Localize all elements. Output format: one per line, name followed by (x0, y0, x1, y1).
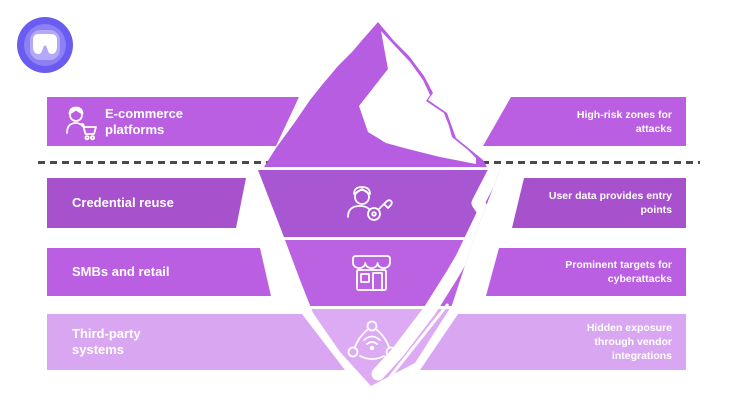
band-ecommerce[interactable]: E-commerce platforms (47, 97, 299, 146)
band-thirdparty[interactable]: Third-party systems (47, 314, 345, 370)
note-ecommerce[interactable]: High-risk zones for attacks (483, 97, 686, 146)
iceberg-tip (264, 22, 487, 167)
band-ecommerce-title: E-commerce platforms (105, 105, 184, 137)
band-smb[interactable]: SMBs and retail (47, 248, 271, 296)
note-credential-text: User data provides entry points (548, 190, 672, 216)
user-key-icon (347, 186, 393, 221)
network-nodes-icon (347, 320, 397, 360)
storefront-icon (352, 255, 391, 291)
band-credential-title: Credential reuse (72, 195, 174, 210)
note-smb[interactable]: Prominent targets for cyberattacks (486, 248, 686, 296)
band-credential[interactable]: Credential reuse (47, 178, 246, 228)
band-thirdparty-title: Third-party systems (72, 326, 141, 357)
note-ecommerce-text: High-risk zones for attacks (576, 108, 672, 135)
note-smb-text: Prominent targets for cyberattacks (565, 259, 672, 285)
brand-logo[interactable] (17, 17, 73, 73)
shopper-cart-icon (53, 102, 105, 142)
band-smb-title: SMBs and retail (72, 264, 170, 279)
note-credential[interactable]: User data provides entry points (512, 178, 686, 228)
note-thirdparty[interactable]: Hidden exposure through vendor integrati… (420, 314, 686, 370)
tooth-logo-icon (33, 34, 57, 54)
note-thirdparty-text: Hidden exposure through vendor integrati… (586, 322, 672, 362)
iceberg-white-facet (359, 31, 476, 164)
